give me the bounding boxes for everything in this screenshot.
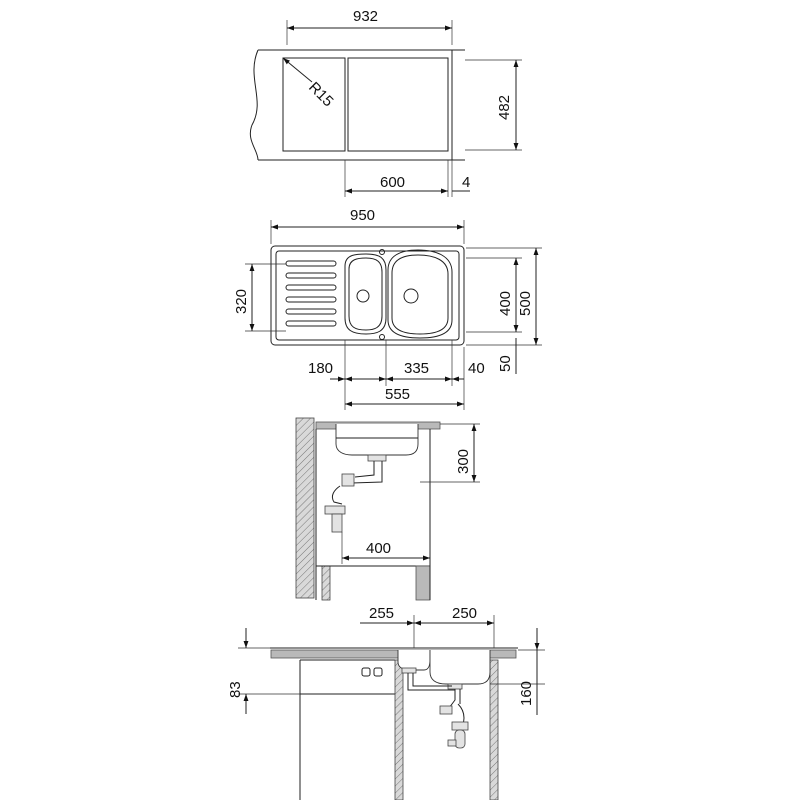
bowl-span-label: 600 — [380, 174, 405, 191]
right-margin-label: 40 — [468, 360, 485, 377]
sink-outline — [270, 245, 465, 346]
small-bowl-outline — [344, 253, 387, 335]
waste-reach-label: 400 — [366, 540, 391, 557]
countertop-edge — [452, 49, 465, 161]
drawer-knob-icon — [361, 667, 371, 677]
siphon-inlet-front — [439, 705, 453, 715]
main-bowl-front — [429, 650, 491, 685]
bowl-section — [335, 424, 419, 456]
sink-width-label: 950 — [350, 207, 375, 224]
small-bowl-drain — [356, 289, 370, 303]
cabinet-side-section — [321, 565, 331, 601]
edge-gap-label: 4 — [462, 174, 470, 191]
main-bowl-outline — [387, 249, 453, 339]
front-section-view: 255 250 83 160 — [227, 605, 545, 800]
small-bowl-drain-front — [401, 667, 417, 674]
bowl-depth-label: 160 — [518, 681, 535, 706]
siphon-top — [341, 473, 355, 487]
siphon-trap — [331, 513, 343, 533]
cutout-depth-label: 482 — [496, 95, 513, 120]
overflow-hose — [331, 485, 343, 505]
siphon-body — [324, 505, 346, 515]
drawer-knob-icon — [373, 667, 383, 677]
side-section-view: 300 400 — [295, 417, 480, 601]
main-bowl-center-label: 250 — [452, 605, 477, 622]
siphon-outlet-front — [447, 739, 457, 747]
cabinet-divider-section — [394, 659, 404, 800]
siphon-body-front — [451, 721, 469, 731]
cutout-view: R15 932 482 600 4 — [249, 8, 522, 197]
radius-leader — [282, 57, 313, 83]
waste-pipe — [351, 461, 383, 484]
drain-strainer — [367, 454, 387, 462]
sink-depth-label: 500 — [517, 291, 534, 316]
wall-section — [295, 417, 315, 599]
siphon-trap-front — [454, 729, 466, 749]
cutout-width-label: 932 — [353, 8, 378, 25]
cabinet-back-section — [415, 565, 431, 601]
small-bowl-inner — [348, 257, 383, 331]
main-bowl-inner — [391, 254, 449, 335]
drawer-height-label: 83 — [227, 681, 244, 698]
small-bowl-center-label: 255 — [369, 605, 394, 622]
cutout-drainer-field — [282, 57, 346, 152]
main-bowl-drain — [403, 288, 419, 304]
corner-radius-label: R15 — [305, 79, 336, 110]
drainer-depth-label: 320 — [233, 289, 250, 314]
top-view: 950 320 400 500 50 180 335 40 555 — [233, 207, 542, 410]
bowl-area-depth-label: 400 — [497, 291, 514, 316]
bowls-total-label: 555 — [385, 386, 410, 403]
countertop-front-section — [270, 649, 517, 659]
overflow-hole — [379, 334, 385, 340]
rear-margin-label: 50 — [497, 355, 514, 372]
cutout-bowl-field — [347, 57, 449, 152]
cutout-outline — [249, 49, 453, 161]
small-bowl-width-label: 180 — [308, 360, 333, 377]
small-bowl-front — [397, 650, 431, 671]
waste-height-label: 300 — [455, 449, 472, 474]
drainer-grooves — [285, 260, 337, 327]
sink-rim — [275, 250, 460, 341]
cabinet-right-section — [489, 659, 499, 800]
tap-hole — [379, 249, 385, 255]
main-bowl-width-label: 335 — [404, 360, 429, 377]
